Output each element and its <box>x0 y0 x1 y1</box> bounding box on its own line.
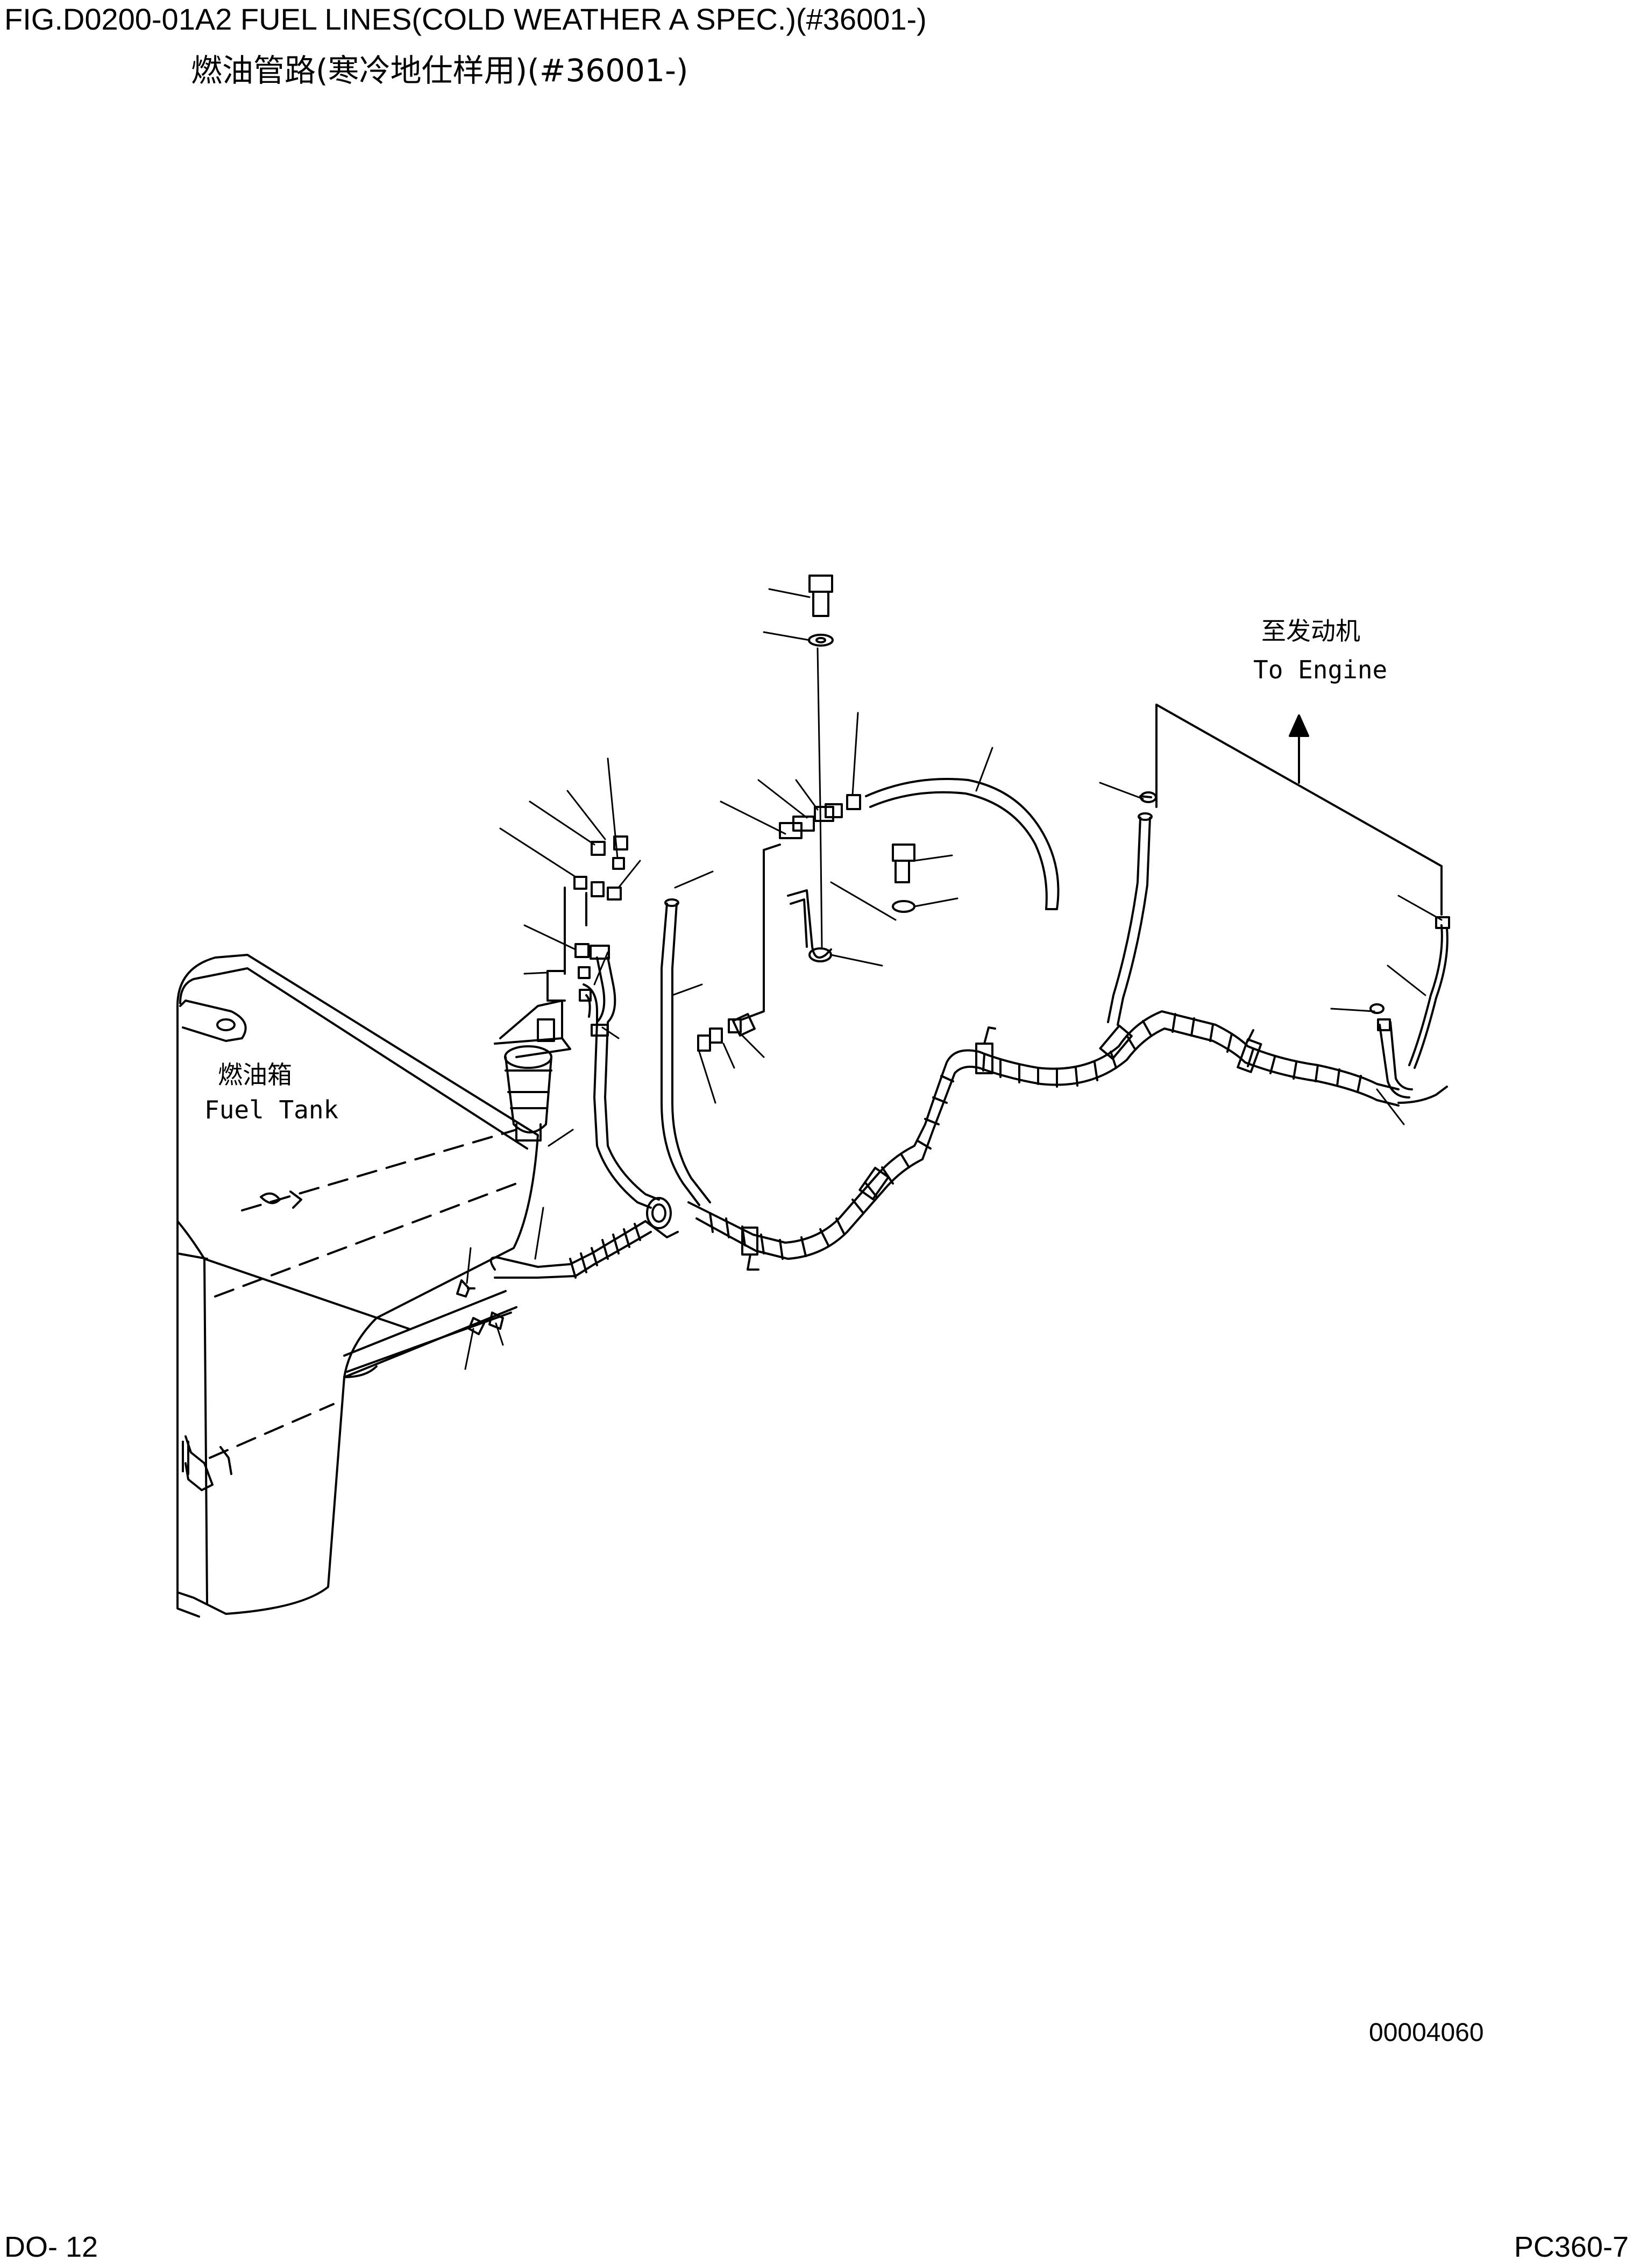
leader-lines <box>465 589 1442 1369</box>
bracket-left <box>586 837 627 925</box>
fuel-filter <box>495 1001 570 1140</box>
bent-pipe-small <box>584 984 597 1022</box>
drawing-code: 00004060 <box>1369 2018 1484 2047</box>
fuel-tank <box>178 955 538 1617</box>
to-engine-label-cn: 至发动机 <box>1261 616 1360 646</box>
return-pipe-left <box>591 946 659 1208</box>
to-engine-indicator <box>1156 705 1442 915</box>
fuel-tank-label-cn: 燃油箱 <box>218 1060 292 1089</box>
main-spiral-hose <box>688 1011 1398 1270</box>
upper-curved-pipe <box>847 779 1059 909</box>
right-return-pipe <box>1371 917 1449 1103</box>
fittings-cluster-left <box>548 858 624 1001</box>
return-pipe-vertical <box>662 899 710 1205</box>
fuel-tank-label-en: Fuel Tank <box>204 1095 339 1124</box>
clamps-lower-left <box>457 1280 503 1334</box>
engine-feed-pipe <box>1108 792 1156 1025</box>
feed-hose-lower <box>491 1198 678 1278</box>
model-number: PC360-7 <box>1514 2231 1629 2263</box>
bolt-top <box>809 576 833 947</box>
figure-title: FIG.D0200-01A2 FUEL LINES(COLD WEATHER A… <box>4 2 927 36</box>
bracket-center <box>788 845 914 961</box>
figure-subtitle: 燃油管路(寒冷地仕样用)(#36001-) <box>191 52 688 89</box>
page-number: DO- 12 <box>4 2231 98 2263</box>
to-engine-label-en: To Engine <box>1253 655 1388 684</box>
